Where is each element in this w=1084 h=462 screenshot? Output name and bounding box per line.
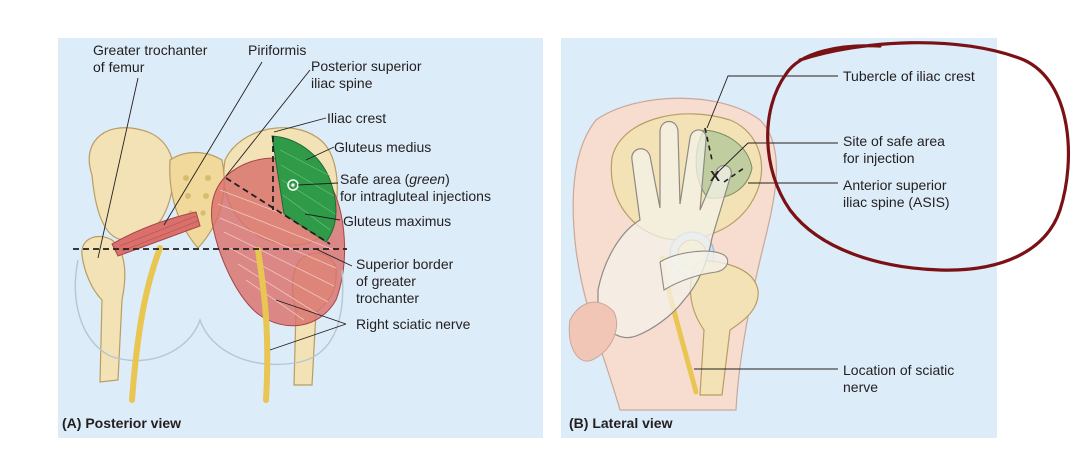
caption-posterior-view: (A) Posterior view [62, 415, 181, 431]
left-sciatic-nerve [132, 248, 160, 400]
label-asis: Anterior superior iliac spine (ASIS) [843, 177, 950, 211]
lateral-view-illustration: X [569, 76, 838, 410]
label-piriformis: Piriformis [248, 42, 306, 59]
label-psis: Posterior superior iliac spine [311, 58, 422, 92]
label-iliac-crest: Iliac crest [327, 110, 386, 127]
left-femur [82, 236, 125, 382]
label-tubercle: Tubercle of iliac crest [843, 68, 975, 85]
label-greater-trochanter: Greater trochanter of femur [93, 42, 207, 76]
label-safe-area: Safe area (green) for intragluteal injec… [340, 171, 491, 205]
injection-x-mark: X [710, 168, 720, 185]
safe-area-text-prefix: Safe area ( [340, 171, 409, 187]
label-site-safe-area: Site of safe area for injection [843, 133, 945, 167]
label-gluteus-maximus: Gluteus maximus [343, 213, 451, 230]
caption-lateral-view: (B) Lateral view [569, 415, 672, 431]
label-gluteus-medius: Gluteus medius [334, 139, 431, 156]
safe-area-text-green: green [409, 171, 445, 187]
label-superior-border: Superior border of greater trochanter [356, 256, 453, 307]
safe-area-text-suffix: ) [445, 171, 450, 187]
posterior-view-illustration [73, 62, 352, 400]
label-sciatic-nerve: Right sciatic nerve [356, 316, 470, 333]
label-sciatic-location: Location of sciatic nerve [843, 362, 954, 396]
safe-area-text-line2: for intragluteal injections [340, 188, 491, 204]
